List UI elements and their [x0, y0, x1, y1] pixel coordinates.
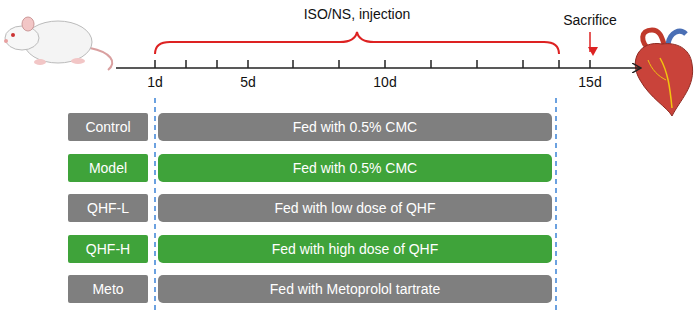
period-brace	[155, 32, 559, 54]
day-label: 15d	[578, 74, 601, 90]
box-text: Fed with Metoprolol tartrate	[270, 281, 440, 297]
group-label-box: Control	[68, 113, 148, 141]
period-label: ISO/NS, injection	[304, 6, 411, 22]
end-dashed-line	[555, 98, 557, 314]
treatment-bar: Fed with Metoprolol tartrate	[158, 275, 552, 303]
day-label: 10d	[373, 74, 396, 90]
treatment-bar: Fed with 0.5% CMC	[158, 154, 552, 182]
treatment-bar: Fed with 0.5% CMC	[158, 113, 552, 141]
box-text: Fed with 0.5% CMC	[293, 160, 417, 176]
group-label-box: Meto	[68, 275, 148, 303]
group-label-box: QHF-L	[68, 194, 148, 222]
start-dashed-line	[154, 98, 156, 314]
box-text: Fed with low dose of QHF	[274, 200, 435, 216]
box-text: Fed with high dose of QHF	[272, 241, 439, 257]
group-label-box: QHF-H	[68, 235, 148, 263]
group-label-box: Model	[68, 154, 148, 182]
day-label: 5d	[240, 74, 256, 90]
treatment-bar: Fed with low dose of QHF	[158, 194, 552, 222]
day-label: 1d	[147, 74, 163, 90]
box-text: Fed with 0.5% CMC	[293, 119, 417, 135]
box-text: Model	[89, 160, 127, 176]
box-text: Control	[85, 119, 130, 135]
sacrifice-arrow	[589, 32, 591, 52]
treatment-bar: Fed with high dose of QHF	[158, 235, 552, 263]
sacrifice-label: Sacrifice	[563, 12, 617, 28]
box-text: QHF-H	[86, 241, 130, 257]
rat-illustration	[4, 17, 112, 70]
box-text: QHF-L	[87, 200, 129, 216]
axis-ticks	[155, 60, 590, 68]
heart-illustration	[635, 30, 692, 116]
box-text: Meto	[92, 281, 123, 297]
time-axis	[116, 67, 640, 69]
